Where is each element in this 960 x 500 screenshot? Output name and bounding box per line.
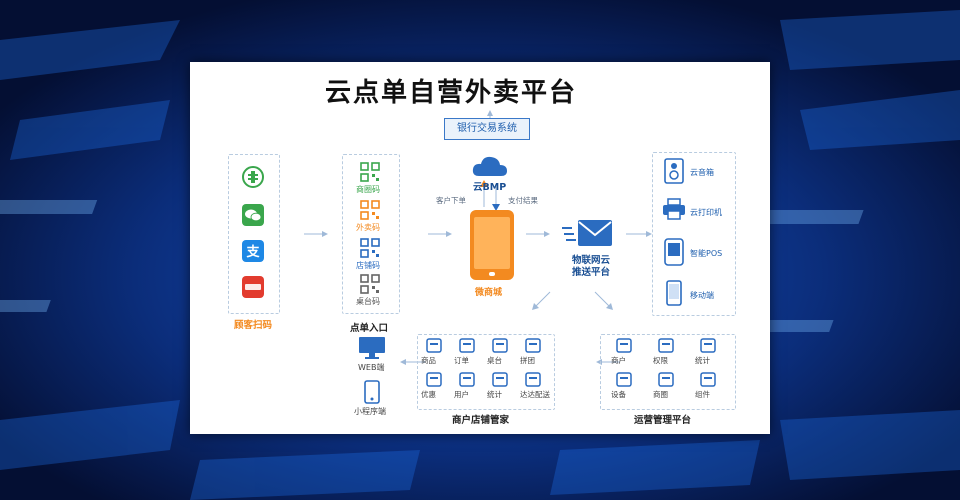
cloud-icon — [472, 156, 507, 176]
merchant-tile-icon-7 — [525, 372, 541, 387]
device-item-1: 云打印机 — [690, 208, 722, 217]
merchant-heading: 商户店铺管家 — [452, 415, 510, 426]
entry-item-1: 外卖码 — [356, 223, 380, 232]
unionpay-icon — [242, 276, 264, 298]
device-item-2: 智能POS — [690, 249, 723, 258]
ops-tile-label-3: 设备 — [611, 390, 626, 399]
scan-heading: 顾客扫码 — [234, 320, 273, 331]
devices-column — [652, 152, 736, 316]
bank-logo-icon — [242, 166, 264, 188]
merchant-tile-label-0: 商品 — [421, 356, 436, 365]
mobile-icon — [666, 280, 682, 306]
entry-column — [342, 154, 400, 314]
ops-tile-label-1: 权限 — [653, 356, 668, 365]
mall-phone-icon — [470, 210, 514, 280]
mail-icon — [562, 220, 612, 246]
merchant-tile-icon-3 — [525, 338, 541, 353]
cloud-bmp-label: 云BMP — [473, 182, 507, 193]
mall-label: 微商城 — [475, 288, 503, 298]
merchant-tile-icon-2 — [492, 338, 508, 353]
entry-heading: 点单入口 — [350, 323, 389, 334]
device-item-3: 移动端 — [690, 291, 714, 300]
takeout-code-icon — [360, 200, 380, 220]
ops-tile-icon-3 — [616, 372, 632, 387]
merchant-tile-label-6: 统计 — [487, 390, 502, 399]
ops-tile-icon-0 — [616, 338, 632, 353]
table-code-icon — [360, 274, 380, 294]
merchant-tile-icon-4 — [426, 372, 442, 387]
merchant-tile-label-4: 优惠 — [421, 390, 436, 399]
ops-tile-icon-5 — [700, 372, 716, 387]
entry-item-0: 商圈码 — [356, 185, 380, 194]
svg-text:支: 支 — [245, 244, 260, 260]
merchant-tile-label-7: 达达配送 — [520, 390, 550, 399]
arrow-customer-order: 客户下单 — [436, 196, 466, 205]
ops-tile-label-0: 商户 — [611, 356, 626, 365]
merchant-tile-icon-0 — [426, 338, 442, 353]
ops-tile-label-4: 商圈 — [653, 390, 668, 399]
entry-item-2: 店铺码 — [356, 261, 380, 270]
merchant-tile-icon-6 — [492, 372, 508, 387]
ops-tile-icon-1 — [658, 338, 674, 353]
ops-tile-label-5: 组件 — [695, 390, 710, 399]
merchant-tile-label-1: 订单 — [454, 356, 469, 365]
merchant-tile-label-5: 用户 — [454, 390, 469, 399]
arrow-payment-result: 支付结果 — [508, 196, 538, 205]
mall-code-icon — [360, 162, 380, 182]
scan-column — [228, 154, 280, 314]
miniprogram-phone-icon — [364, 380, 380, 404]
merchant-box — [417, 334, 555, 410]
store-code-icon — [360, 238, 380, 258]
ops-tile-label-2: 统计 — [695, 356, 710, 365]
device-item-0: 云音箱 — [690, 168, 714, 177]
bank-transaction-system: 银行交易系统 — [444, 118, 530, 140]
speaker-icon — [664, 158, 684, 184]
web-monitor-icon — [359, 337, 385, 359]
wechat-icon — [242, 204, 264, 226]
merchant-tile-label-3: 拼团 — [520, 356, 535, 365]
entry-item-3: 桌台码 — [356, 297, 380, 306]
merchant-tile-icon-1 — [459, 338, 475, 353]
client-item-1: 小程序端 — [354, 407, 386, 416]
alipay-icon: 支 — [242, 240, 264, 262]
printer-icon — [663, 198, 685, 220]
merchant-tile-icon-5 — [459, 372, 475, 387]
diagram-title: 云点单自营外卖平台 — [325, 78, 578, 108]
ops-tile-icon-4 — [658, 372, 674, 387]
platform-diagram-card: 云点单自营外卖平台 — [190, 62, 770, 434]
pos-icon — [664, 238, 684, 266]
client-item-0: WEB端 — [358, 363, 385, 372]
ops-heading: 运营管理平台 — [634, 415, 692, 426]
merchant-tile-label-2: 桌台 — [487, 356, 502, 365]
push-platform-line2: 推送平台 — [572, 267, 611, 278]
push-platform-line1: 物联网云 — [572, 255, 611, 266]
ops-box — [600, 334, 736, 410]
ops-tile-icon-2 — [700, 338, 716, 353]
